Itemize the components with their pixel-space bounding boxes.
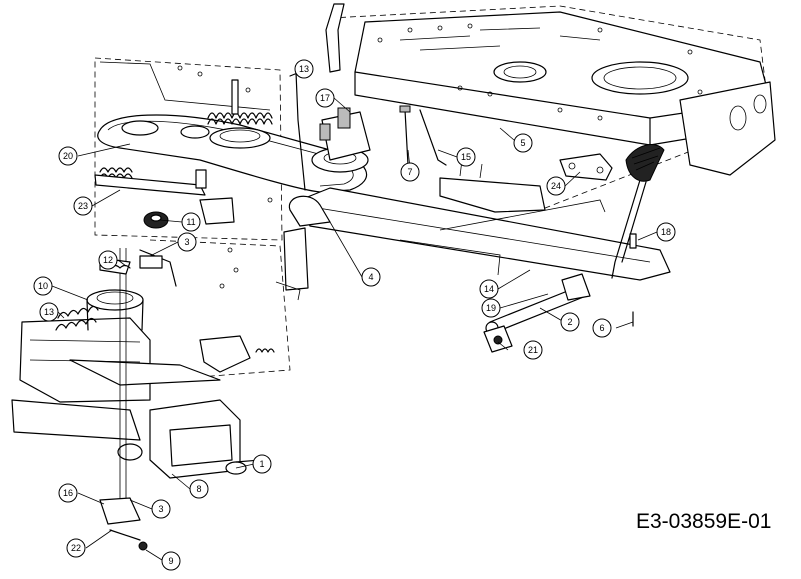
callout-4: 4 (361, 267, 381, 287)
callout-label: 2 (567, 317, 572, 327)
belt-springs (99, 79, 273, 179)
callout-23: 23 (73, 196, 93, 216)
callout-12: 12 (98, 250, 118, 270)
callout-9: 9 (161, 551, 181, 571)
callout-label: 12 (103, 255, 113, 265)
callout-21: 21 (523, 340, 543, 360)
callout-1: 1 (252, 454, 272, 474)
callout-3-lower: 3 (151, 499, 171, 519)
callout-8: 8 (189, 479, 209, 499)
callout-label: 13 (299, 64, 309, 74)
brake-pedal (611, 144, 665, 279)
pulley-main (121, 107, 371, 173)
callout-13-lower: 13 (39, 302, 59, 322)
callout-label: 10 (38, 281, 48, 291)
callout-label: 9 (168, 556, 173, 566)
callout-18: 18 (656, 222, 676, 242)
callout-label: 3 (158, 504, 163, 514)
callout-16: 16 (58, 483, 78, 503)
callout-13: 13 (294, 59, 314, 79)
callout-2: 2 (560, 312, 580, 332)
callout-label: 16 (63, 488, 73, 498)
callout-label: 11 (186, 217, 195, 227)
callout-5: 5 (513, 133, 533, 153)
callout-20: 20 (58, 146, 78, 166)
callout-label: 21 (528, 345, 538, 355)
callout-label: 20 (63, 151, 73, 161)
callout-24: 24 (546, 176, 566, 196)
callout-label: 1 (259, 459, 264, 469)
bracket-24 (559, 153, 613, 181)
callout-label: 6 (599, 323, 604, 333)
callout-label: 5 (520, 138, 525, 148)
callout-6: 6 (592, 318, 612, 338)
callout-7: 7 (400, 162, 420, 182)
callout-15: 15 (456, 147, 476, 167)
callout-10: 10 (33, 276, 53, 296)
callout-3-upper: 3 (177, 232, 197, 252)
callout-label: 17 (320, 93, 330, 103)
callout-label: 8 (196, 484, 201, 494)
idler-arm (94, 169, 235, 229)
callout-19: 19 (481, 298, 501, 318)
callout-label: 24 (551, 181, 561, 191)
callout-22: 22 (66, 538, 86, 558)
callout-label: 23 (78, 201, 88, 211)
frame-assembly (325, 3, 776, 211)
callout-11: 11 (181, 212, 201, 232)
cross-shaft (288, 187, 671, 281)
callout-label: 14 (484, 284, 494, 294)
callout-label: 15 (461, 152, 471, 162)
callout-label: 13 (44, 307, 54, 317)
callout-label: 4 (368, 272, 373, 282)
drawing-code: E3-03859E-01 (636, 510, 772, 533)
callout-17: 17 (315, 88, 335, 108)
transmission (11, 248, 275, 551)
callout-label: 3 (184, 237, 189, 247)
callout-label: 7 (407, 167, 412, 177)
center-bracket (275, 159, 546, 301)
lower-link (483, 233, 637, 353)
callout-14: 14 (479, 279, 499, 299)
callout-label: 18 (661, 227, 671, 237)
callout-label: 19 (486, 303, 496, 313)
callout-label: 22 (71, 543, 81, 553)
